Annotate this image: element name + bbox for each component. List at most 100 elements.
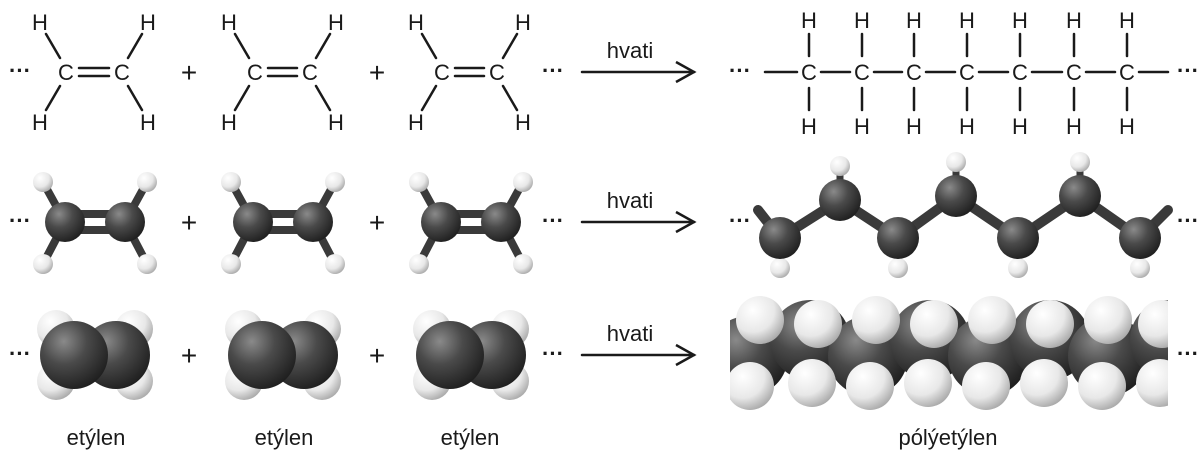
arrowhead — [675, 60, 697, 84]
continuation-dots: ··· — [1177, 208, 1199, 233]
reaction-arrow-1: hvati — [580, 38, 697, 84]
carbon-atom: C — [906, 60, 922, 85]
continuation-dots: ··· — [542, 208, 564, 233]
hydrogen-ball — [1020, 359, 1068, 407]
hydrogen-atom: H — [328, 10, 344, 35]
monomer-label-2: etýlen — [255, 425, 314, 450]
carbon-ball — [416, 321, 484, 389]
hydrogen-ball — [736, 296, 784, 344]
hydrogen-atom: H — [959, 114, 975, 139]
hydrogen-ball — [33, 254, 53, 274]
continuation-dots: ··· — [729, 58, 751, 83]
hydrogen-ball — [1026, 300, 1074, 348]
hydrogen-atom: H — [854, 114, 870, 139]
single-bond — [420, 84, 438, 112]
carbon-ball — [877, 217, 919, 259]
hydrogen-atom: H — [1012, 8, 1028, 33]
reaction-arrow-2: hvati — [580, 188, 697, 234]
hydrogen-atom: H — [32, 110, 48, 135]
carbon-ball — [997, 217, 1039, 259]
hydrogen-ball — [137, 254, 157, 274]
carbon-ball — [1059, 175, 1101, 217]
hydrogen-atom: H — [1066, 8, 1082, 33]
single-bond — [420, 32, 438, 60]
hydrogen-ball — [221, 254, 241, 274]
hydrogen-atom: H — [515, 110, 531, 135]
carbon-ball — [421, 202, 461, 242]
ethylene-space-filling-3 — [413, 310, 529, 400]
hydrogen-atom: H — [906, 8, 922, 33]
hydrogen-ball — [830, 156, 850, 176]
hydrogen-ball — [730, 362, 774, 410]
hydrogen-ball — [788, 359, 836, 407]
polyethylene-ball-stick: ··· ··· — [729, 152, 1199, 278]
continuation-dots: ··· — [9, 208, 31, 233]
hydrogen-ball — [888, 258, 908, 278]
hydrogen-ball — [221, 172, 241, 192]
single-bond — [233, 32, 251, 60]
hydrogen-atom: H — [140, 110, 156, 135]
space-filling-row: ··· + + ··· hvati ··· — [9, 296, 1199, 410]
single-bond — [126, 84, 144, 112]
reaction-arrow-3: hvati — [580, 321, 697, 367]
single-bond — [44, 32, 62, 60]
hydrogen-atom: H — [906, 114, 922, 139]
carbon-atom: C — [1012, 60, 1028, 85]
hydrogen-ball — [846, 362, 894, 410]
carbon-atom: C — [434, 60, 450, 85]
hydrogen-ball — [409, 254, 429, 274]
carbon-ball — [233, 202, 273, 242]
plus-sign: + — [181, 340, 197, 371]
arrow-label: hvati — [607, 38, 653, 63]
hydrogen-atom: H — [801, 8, 817, 33]
label-row: etýlen etýlen etýlen pólýetýlen — [67, 425, 998, 450]
continuation-dots: ··· — [9, 58, 31, 83]
hydrogen-atom: H — [328, 110, 344, 135]
hydrogen-atom: H — [221, 110, 237, 135]
hydrogen-ball — [1070, 152, 1090, 172]
single-bond — [314, 32, 332, 60]
single-bond — [233, 84, 251, 112]
hydrogen-atom: H — [408, 10, 424, 35]
plus-sign: + — [369, 207, 385, 238]
hydrogen-atom: H — [515, 10, 531, 35]
ethylene-space-filling-2 — [225, 310, 341, 400]
single-bond — [501, 84, 519, 112]
hydrogen-atom: H — [854, 8, 870, 33]
hydrogen-ball — [962, 362, 1010, 410]
single-bond — [44, 84, 62, 112]
hydrogen-ball — [513, 254, 533, 274]
hydrogen-atom: H — [1012, 114, 1028, 139]
continuation-dots: ··· — [542, 58, 564, 83]
ethylene-space-filling-1 — [37, 310, 153, 400]
hydrogen-ball — [904, 359, 952, 407]
carbon-ball — [759, 217, 801, 259]
continuation-dots: ··· — [729, 208, 751, 233]
continuation-dots: ··· — [9, 341, 31, 366]
single-bond — [314, 84, 332, 112]
arrowhead — [675, 210, 697, 234]
carbon-ball — [105, 202, 145, 242]
hydrogen-ball — [910, 300, 958, 348]
carbon-atom: C — [801, 60, 817, 85]
continuation-dots: ··· — [542, 341, 564, 366]
carbon-atom: C — [114, 60, 130, 85]
hydrogen-atom: H — [140, 10, 156, 35]
monomer-label-1: etýlen — [67, 425, 126, 450]
hydrogen-ball — [513, 172, 533, 192]
hydrogen-ball — [325, 172, 345, 192]
carbon-atom: C — [959, 60, 975, 85]
arrow-label: hvati — [607, 321, 653, 346]
hydrogen-ball — [1078, 362, 1126, 410]
continuation-dots: ··· — [1177, 341, 1199, 366]
arrow-label: hvati — [607, 188, 653, 213]
hydrogen-ball — [33, 172, 53, 192]
arrowhead — [675, 343, 697, 367]
plus-sign: + — [369, 340, 385, 371]
hydrogen-atom: H — [408, 110, 424, 135]
